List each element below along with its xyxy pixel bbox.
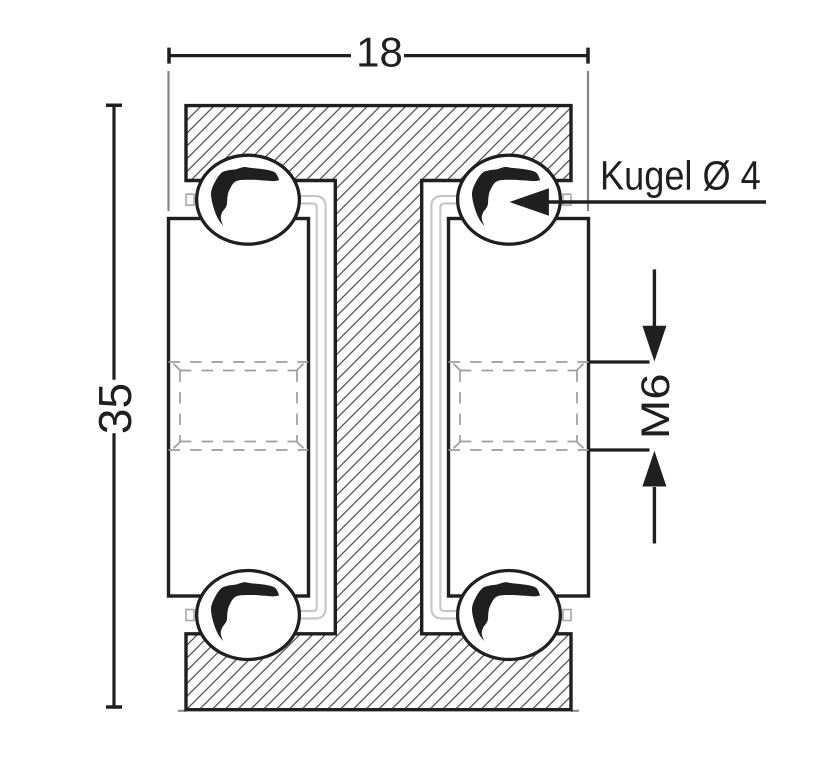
svg-text:M6: M6	[635, 373, 678, 439]
svg-text:Kugel Ø 4: Kugel Ø 4	[600, 154, 761, 199]
svg-text:18: 18	[356, 29, 403, 76]
svg-text:35: 35	[89, 383, 141, 434]
